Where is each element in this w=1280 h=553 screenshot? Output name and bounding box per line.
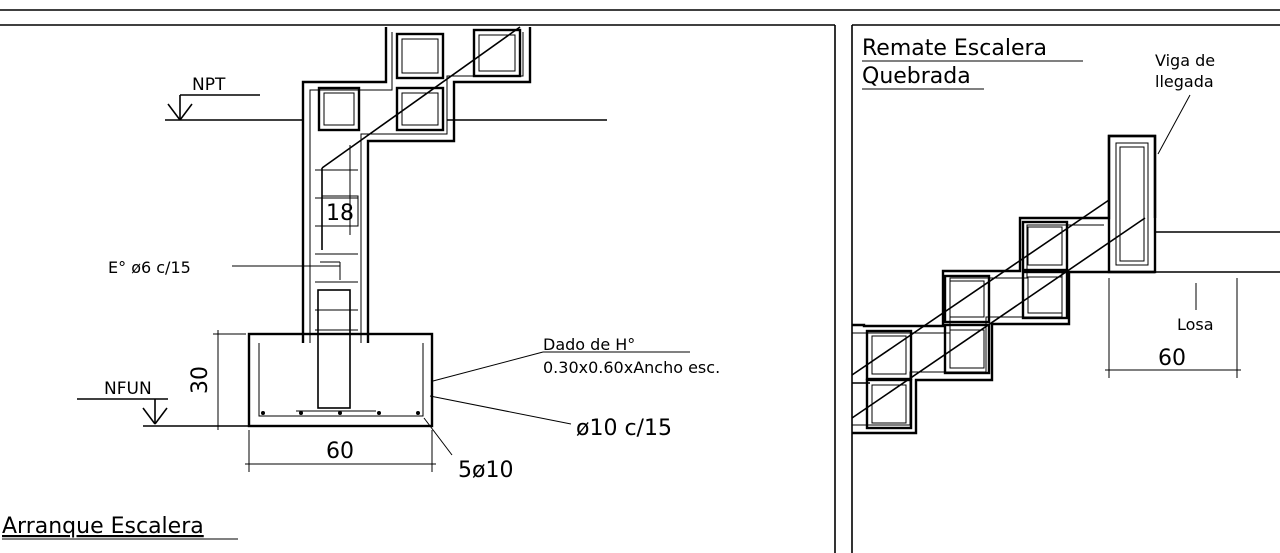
- right-detail-title-line2: Quebrada: [862, 64, 971, 89]
- dim-30: 30: [188, 366, 213, 394]
- stirrup-label: E° ø6 c/15: [108, 258, 191, 277]
- step-stirrup: [472, 28, 522, 78]
- arrival-beam: [1107, 134, 1157, 274]
- left-detail-title: Arranque Escalera: [2, 514, 204, 539]
- dim-60: 60: [326, 439, 354, 464]
- step-stirrup: [317, 86, 361, 132]
- start-stair-detail: 18 E° ø6 c/15 30 60: [2, 26, 720, 540]
- step-stirrup: [865, 378, 913, 430]
- npt-label: NPT: [192, 75, 226, 95]
- step-stirrup: [1021, 270, 1069, 320]
- right-detail-title-line1: Remate Escalera: [862, 36, 1047, 61]
- finish-stair-detail: Remate Escalera Quebrada Viga de llegada: [851, 36, 1280, 435]
- dado-label-line1: Dado de H°: [543, 335, 635, 354]
- nfun-label: NFUN: [104, 379, 152, 399]
- right-dim-60: 60: [1158, 346, 1186, 371]
- stair-outer-outline: [301, 27, 388, 343]
- dowel-bar: [317, 289, 351, 409]
- main-rebar: [321, 26, 521, 169]
- npt-level-marker: NPT: [167, 75, 260, 121]
- step-stirrup: [865, 329, 913, 381]
- step-stirrup: [395, 86, 445, 132]
- step-stirrup: [1021, 220, 1069, 272]
- bottom-bars: [261, 411, 420, 415]
- nfun-level-marker: NFUN: [77, 379, 168, 425]
- slab-label: Losa: [1177, 315, 1214, 334]
- sheet-frame: [0, 9, 1280, 553]
- footing-dado: [247, 332, 434, 428]
- step-stirrup: [395, 32, 445, 80]
- dado-label-line2: 0.30x0.60xAncho esc.: [543, 358, 720, 377]
- bottom-bars-label: 5ø10: [458, 458, 513, 483]
- beam-label-line1: Viga de: [1155, 51, 1215, 70]
- beam-label-line2: llegada: [1155, 72, 1214, 91]
- step-stirrup: [943, 274, 991, 324]
- step-stirrup: [943, 323, 991, 375]
- main-rebar-right: [851, 217, 1146, 419]
- dim-18: 18: [326, 201, 354, 226]
- bar-spacing-label: ø10 c/15: [576, 416, 672, 441]
